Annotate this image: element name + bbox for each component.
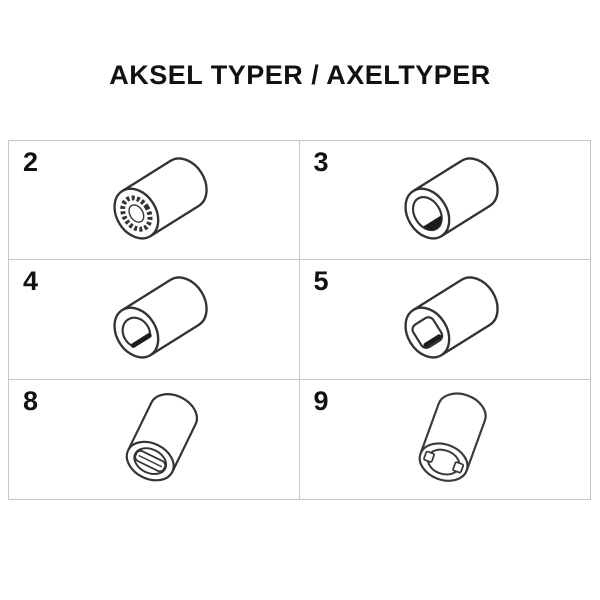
axle-number: 8 [23,385,39,416]
axle-cell-4: 4 [9,260,300,380]
axle-number: 4 [23,266,39,297]
axle-type-grid: 2 3 4 [8,140,591,500]
axle-cell-2: 2 [9,141,300,261]
round-bore-flat-axle-icon [404,157,499,240]
axle-cell-8: 8 [9,379,300,499]
slotted-bore-axle-icon [125,393,198,482]
axle-cell-3: 3 [299,141,590,261]
d-bore-axle-icon [113,276,208,360]
page-title: AKSEL TYPER / AXELTYPER [109,60,491,90]
notched-bore-axle-icon [418,392,487,483]
axle-number: 2 [23,147,39,177]
axle-number: 3 [313,147,329,177]
axle-cell-5: 5 [299,260,590,380]
axle-cell-9: 9 [299,379,590,499]
square-bore-axle-icon [404,276,499,360]
axle-number: 9 [313,385,329,416]
axle-number: 5 [313,266,329,297]
splined-bore-axle-icon [113,157,208,240]
